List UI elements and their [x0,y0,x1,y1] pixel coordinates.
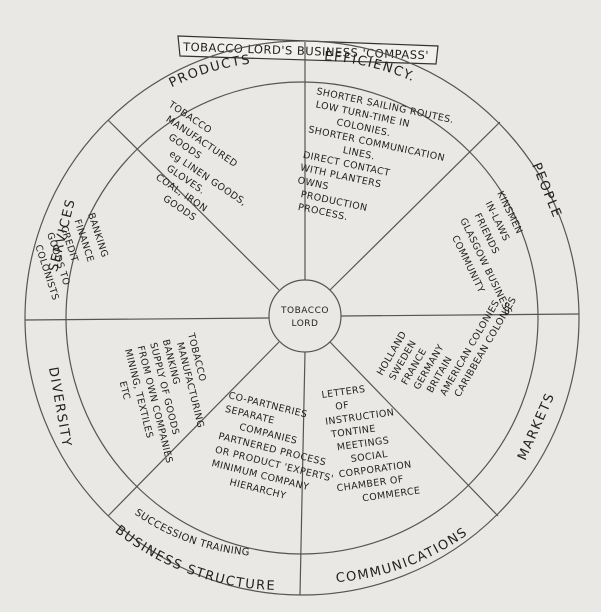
label-business-structure: BUSINESS STRUCTURE [112,523,276,594]
center-label: TOBACCO LORD [280,306,329,329]
spoke-se [329,341,499,517]
label-people: PEOPLE [528,161,564,221]
segment-business-structure-text: CO-PARTNERIESSEPARATECOMPANIESPARTNERED … [210,390,334,502]
segment-note-line: OF [335,400,350,413]
center-line-2: LORD [292,319,319,329]
segment-communications-text: LETTERSOFINSTRUCTIONTONTINEMEETINGSSOCIA… [321,384,421,504]
segment-note-line: SOCIAL [350,449,389,465]
label-communications: COMMUNICATIONS [335,525,471,587]
segment-efficiency-text: SHORTER SAILING ROUTES.LOW TURN-TIME INC… [296,86,454,223]
spoke-sw [107,341,280,517]
outer-ring [24,40,580,596]
label-markets: MARKETS [515,390,558,462]
spoke-bottom [299,351,306,596]
center-circle [268,279,342,353]
spoke-nw [107,119,280,291]
label-products: PRODUCTS [167,52,252,91]
spoke-left [24,317,270,321]
label-diversity: DIVERSITY [45,366,74,449]
segment-note-line: ETC [117,380,132,401]
spoke-ne [329,121,501,291]
spokes [24,42,580,596]
center-line-1: TOBACCO [280,306,329,316]
title-box [177,35,439,65]
spoke-right [340,313,580,317]
inner-ring [65,81,539,555]
segment-note-line: LETTERS [321,384,366,401]
